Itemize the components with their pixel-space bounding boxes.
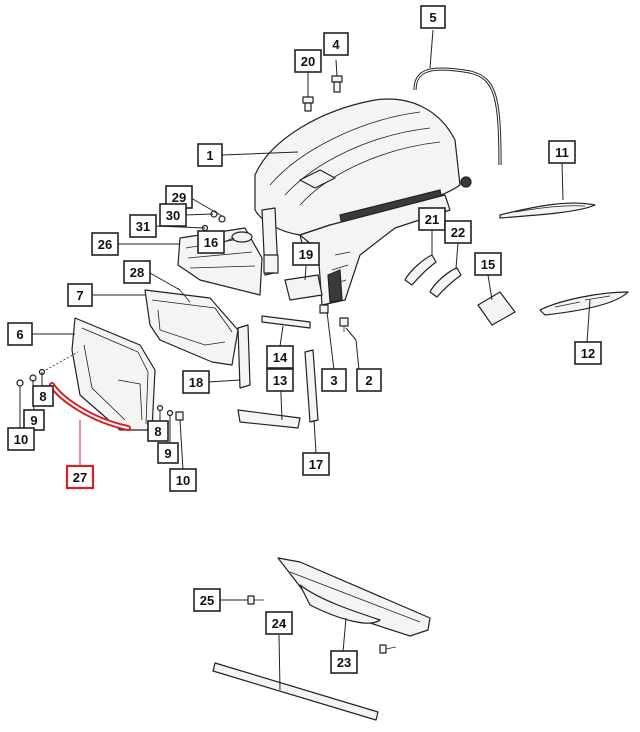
callout-29[interactable]: 29: [165, 185, 193, 209]
bar-part-24: [212, 662, 379, 721]
callout-23[interactable]: 23: [330, 650, 358, 674]
svg-text:18: 18: [189, 375, 203, 390]
svg-text:28: 28: [130, 265, 144, 280]
callout-8a[interactable]: 8: [32, 385, 54, 407]
bar-part-13: [237, 409, 301, 429]
clip-part-16: [231, 231, 253, 243]
callout-6[interactable]: 6: [7, 322, 33, 346]
grille-part-7: [144, 289, 239, 366]
callout-2[interactable]: 2: [356, 368, 382, 392]
svg-text:19: 19: [299, 247, 313, 262]
svg-text:22: 22: [451, 225, 465, 240]
callout-16[interactable]: 16: [197, 230, 225, 254]
callout-30[interactable]: 30: [159, 203, 187, 227]
svg-text:16: 16: [204, 235, 218, 250]
callout-20[interactable]: 20: [294, 49, 322, 73]
svg-text:30: 30: [166, 208, 180, 223]
callout-10a[interactable]: 10: [7, 427, 35, 451]
callout-27[interactable]: 27: [65, 464, 95, 490]
svg-text:15: 15: [481, 257, 495, 272]
callout-22[interactable]: 22: [444, 220, 472, 244]
svg-text:27: 27: [73, 470, 87, 485]
svg-text:8: 8: [154, 424, 161, 439]
svg-text:21: 21: [425, 212, 439, 227]
svg-text:29: 29: [172, 190, 186, 205]
callout-31[interactable]: 31: [129, 214, 157, 238]
svg-text:25: 25: [200, 593, 214, 608]
callout-9a[interactable]: 9: [23, 409, 45, 431]
svg-text:17: 17: [309, 457, 323, 472]
decal-part-11: [499, 202, 596, 219]
callout-5[interactable]: 5: [420, 5, 446, 29]
svg-text:31: 31: [136, 219, 150, 234]
svg-text:4: 4: [332, 37, 340, 52]
svg-text:9: 9: [30, 413, 37, 428]
callout-21[interactable]: 21: [418, 207, 446, 231]
svg-text:11: 11: [555, 145, 569, 160]
callout-10b[interactable]: 10: [169, 468, 197, 492]
block-part-19: [284, 274, 323, 301]
bolt-part-4: [331, 75, 343, 93]
bolt-part-20: [302, 96, 314, 112]
svg-text:5: 5: [429, 10, 436, 25]
screw-lower: [379, 644, 397, 654]
bracket-part-22: [429, 267, 462, 298]
callout-3[interactable]: 3: [321, 368, 347, 392]
bracket-part-21: [404, 254, 437, 286]
svg-text:12: 12: [581, 346, 595, 361]
decal-part-12: [539, 291, 629, 316]
callout-25[interactable]: 25: [193, 588, 221, 612]
callout-1[interactable]: 1: [197, 143, 223, 167]
callout-17[interactable]: 17: [302, 452, 330, 476]
bar-part-14: [261, 315, 311, 329]
frame-part-6: [71, 317, 156, 431]
hood-part: [254, 98, 461, 306]
callout-14[interactable]: 14: [266, 345, 294, 369]
svg-text:13: 13: [273, 373, 287, 388]
svg-text:10: 10: [176, 473, 190, 488]
callout-9b[interactable]: 9: [157, 442, 179, 464]
callout-13[interactable]: 13: [266, 368, 294, 392]
svg-text:8: 8: [39, 389, 46, 404]
callout-26[interactable]: 26: [91, 232, 119, 256]
callout-4[interactable]: 4: [323, 32, 349, 56]
callout-24[interactable]: 24: [265, 611, 293, 635]
svg-text:24: 24: [272, 616, 287, 631]
svg-text:7: 7: [76, 288, 83, 303]
svg-text:9: 9: [164, 446, 171, 461]
callout-11[interactable]: 11: [548, 140, 576, 164]
callout-15[interactable]: 15: [474, 252, 502, 276]
strip-part-17: [304, 349, 319, 423]
svg-text:3: 3: [330, 373, 337, 388]
svg-text:14: 14: [273, 350, 288, 365]
svg-text:23: 23: [337, 655, 351, 670]
screw-part-25: [247, 595, 264, 605]
svg-text:6: 6: [16, 327, 23, 342]
callout-8b[interactable]: 8: [147, 420, 169, 442]
callout-12[interactable]: 12: [574, 341, 602, 365]
svg-text:10: 10: [14, 432, 28, 447]
callout-19[interactable]: 19: [292, 242, 320, 266]
plate-part-15: [477, 291, 516, 326]
svg-text:2: 2: [365, 373, 372, 388]
callout-7[interactable]: 7: [67, 283, 93, 307]
screw-part-2: [339, 317, 349, 332]
svg-text:20: 20: [301, 54, 315, 69]
svg-text:1: 1: [206, 148, 213, 163]
svg-text:26: 26: [98, 237, 112, 252]
strip-part-18: [237, 324, 251, 389]
callout-28[interactable]: 28: [123, 260, 151, 284]
callout-18[interactable]: 18: [182, 370, 210, 394]
screw-part-3: [319, 304, 329, 314]
